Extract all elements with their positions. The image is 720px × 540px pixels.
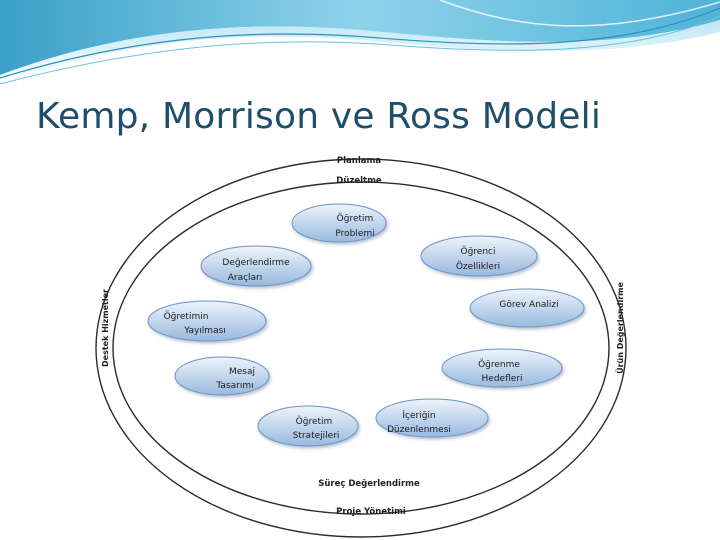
node-label: Öğretimin (164, 311, 209, 322)
node-label: Öğretim (296, 416, 333, 427)
outer-ring (95, 158, 627, 538)
node-label: Yayılması (183, 326, 226, 336)
node-ogrenme-hedefleri: Öğrenme Hedefleri (441, 348, 563, 388)
outer-label-right: Ürün Değerlendirme (615, 282, 625, 374)
node-label: Problemi (335, 229, 374, 239)
node-label: Özellikleri (456, 261, 500, 272)
node-label: Görev Analizi (499, 300, 558, 310)
node-label: Değerlendirme (222, 258, 290, 268)
node-ogretim-stratejileri: Öğretim Stratejileri (257, 405, 359, 447)
inner-label-top: Düzeltme (336, 176, 382, 186)
outer-label-bottom: Proje Yönetimi (336, 507, 406, 517)
node-label: Hedefleri (482, 374, 523, 384)
node-ogrenci-ozellikleri: Öğrenci Özellikleri (420, 235, 538, 277)
node-label: Öğretim (337, 213, 374, 224)
node-label: Öğrenci (461, 246, 496, 257)
node-label: Mesaj (229, 367, 255, 377)
node-mesaj-tasarimi: Mesaj Tasarımı (174, 356, 270, 396)
node-label: İçeriğin (402, 410, 435, 421)
node-ogretim-problemi: Öğretim Problemi (291, 203, 387, 243)
outer-label-left: Destek Hizmetler (101, 289, 110, 367)
outer-label-top: Planlama (337, 156, 381, 166)
node-label: Düzenlenmesi (387, 425, 451, 435)
node-label: Stratejileri (293, 431, 340, 441)
header-wave-decoration (0, 0, 720, 85)
node-ogretimin-yayilmasi: Öğretimin Yayılması (147, 300, 267, 342)
node-label: Öğrenme (478, 359, 520, 370)
kemp-model-diagram: Planlama Düzeltme Süreç Değerlendirme Pr… (95, 156, 627, 538)
inner-label-bottom: Süreç Değerlendirme (318, 479, 420, 489)
node-gorev-analizi: Görev Analizi (469, 288, 585, 328)
slide-title: Kemp, Morrison ve Ross Modeli (36, 96, 602, 137)
node-label: Tasarımı (215, 381, 253, 391)
inner-ring (112, 181, 610, 515)
node-degerlendirme-araclari: Değerlendirme Araçları (200, 245, 312, 287)
node-icerigin-duzenlenmesi: İçeriğin Düzenlenmesi (375, 398, 489, 438)
node-label: Araçları (228, 273, 263, 283)
